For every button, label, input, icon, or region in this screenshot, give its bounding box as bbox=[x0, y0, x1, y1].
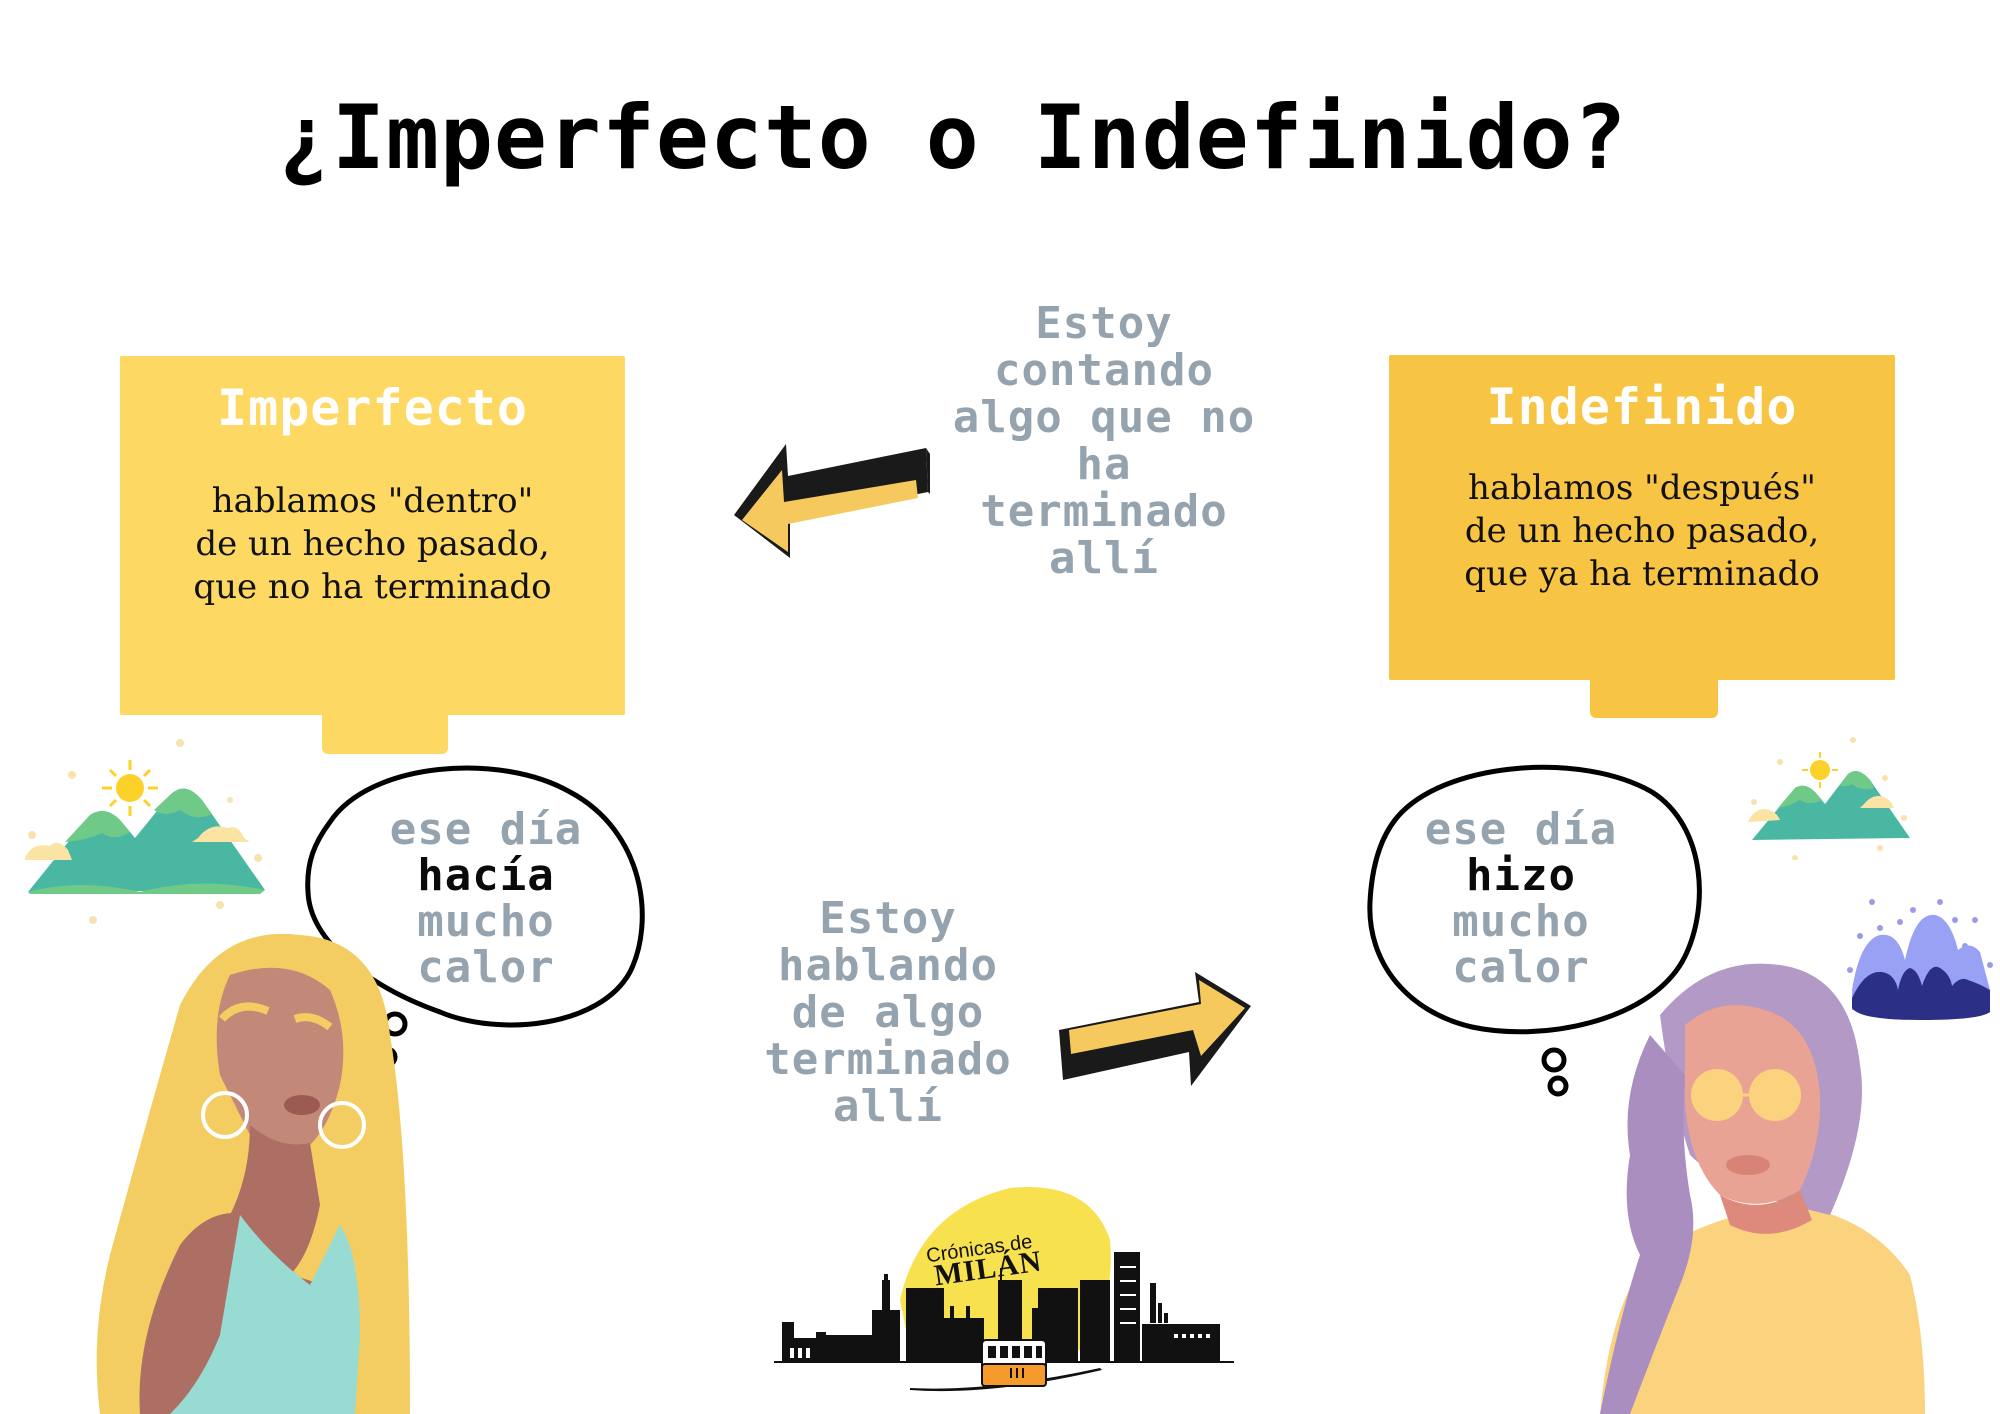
bubble-line: calor bbox=[1452, 942, 1590, 993]
indefinido-card: Indefinido hablamos "después" de un hech… bbox=[1389, 355, 1895, 680]
page-title: ¿Imperfecto o Indefinido? bbox=[278, 86, 1628, 189]
note-line: ha bbox=[1076, 439, 1132, 490]
bubble-line: calor bbox=[417, 942, 555, 993]
imperfecto-card-tab bbox=[322, 700, 448, 754]
indefinido-line: que ya ha terminado bbox=[1464, 554, 1820, 594]
bubble-verb: hacía bbox=[417, 850, 555, 901]
indefinido-note: Estoy hablando de algo terminado allí bbox=[730, 895, 1046, 1130]
woman-blonde-illustration bbox=[96, 933, 411, 1414]
woman-purple-hair-illustration bbox=[1600, 963, 1925, 1414]
imperfecto-line: que no ha terminado bbox=[193, 567, 552, 607]
thought-bubble-imperfecto: ese día hacía mucho calor bbox=[300, 752, 652, 1072]
note-line: allí bbox=[833, 1081, 943, 1132]
note-line: contando bbox=[994, 345, 1214, 396]
note-line: Estoy bbox=[1035, 298, 1173, 349]
note-line: terminado bbox=[764, 1034, 1012, 1085]
imperfecto-heading: Imperfecto bbox=[216, 379, 529, 437]
mountains-sun-icon bbox=[25, 739, 265, 924]
milan-skyline-icon bbox=[774, 1187, 1234, 1392]
note-line: Estoy bbox=[819, 893, 957, 944]
indefinido-line: hablamos "después" bbox=[1468, 468, 1816, 508]
imperfecto-line: hablamos "dentro" bbox=[211, 481, 534, 521]
bubble-text: ese día hacía mucho calor bbox=[320, 807, 652, 991]
thought-bubble-indefinido: ese día hizo mucho calor bbox=[1362, 752, 1710, 1097]
indefinido-line: de un hecho pasado, bbox=[1464, 511, 1820, 551]
bubble-line: mucho bbox=[417, 896, 555, 947]
imperfecto-card: Imperfecto hablamos "dentro" de un hecho… bbox=[120, 356, 625, 715]
arrow-right-icon bbox=[1059, 972, 1251, 1086]
cronicas-de-milan-logo: Crónicas de MILÁN bbox=[770, 1180, 1250, 1414]
indefinido-description: hablamos "después" de un hecho pasado, q… bbox=[1389, 467, 1895, 596]
indefinido-card-tab bbox=[1590, 670, 1718, 718]
mountains-snow-icon bbox=[1847, 899, 1993, 1020]
bubble-line: mucho bbox=[1452, 896, 1590, 947]
imperfecto-note: Estoy contando algo que no ha terminado … bbox=[944, 300, 1264, 582]
mountains-sun-icon bbox=[1748, 737, 1910, 860]
imperfecto-description: hablamos "dentro" de un hecho pasado, qu… bbox=[120, 480, 625, 609]
bubble-line: ese día bbox=[1424, 804, 1618, 855]
note-line: hablando bbox=[778, 940, 998, 991]
note-line: terminado bbox=[980, 486, 1228, 537]
thought-bubble-icon bbox=[1367, 764, 1702, 1097]
bubble-line: ese día bbox=[389, 804, 583, 855]
bubble-verb: hizo bbox=[1466, 850, 1576, 901]
bubble-text: ese día hizo mucho calor bbox=[1362, 807, 1680, 991]
note-line: de algo bbox=[791, 987, 985, 1038]
imperfecto-line: de un hecho pasado, bbox=[195, 524, 550, 564]
arrow-left-icon bbox=[734, 444, 930, 558]
note-line: allí bbox=[1049, 533, 1159, 584]
note-line: algo que no bbox=[952, 392, 1256, 443]
indefinido-heading: Indefinido bbox=[1486, 378, 1798, 436]
